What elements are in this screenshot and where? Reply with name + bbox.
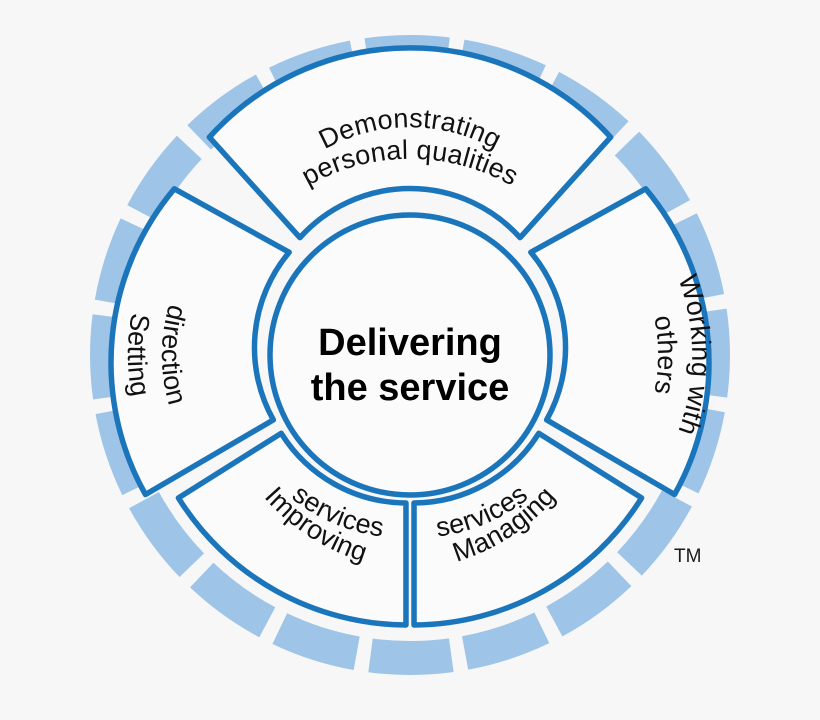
trademark-symbol: TM — [674, 546, 701, 567]
center-label-line2: the service — [311, 367, 510, 409]
label-setting-direction-line1: Setting — [122, 312, 156, 399]
center-label-line1: Delivering — [318, 322, 502, 364]
petal-improving-services[interactable] — [175, 430, 409, 628]
center-hub-label: Delivering the service — [311, 322, 510, 409]
petal-managing-services[interactable] — [411, 430, 645, 628]
petal-setting-direction[interactable] — [108, 186, 292, 498]
petal-demonstrating-personal-qualities[interactable] — [206, 45, 614, 241]
petal-working-with-others[interactable] — [528, 186, 712, 498]
center-hub-circle[interactable] — [267, 212, 553, 498]
petal-group — [108, 45, 712, 628]
